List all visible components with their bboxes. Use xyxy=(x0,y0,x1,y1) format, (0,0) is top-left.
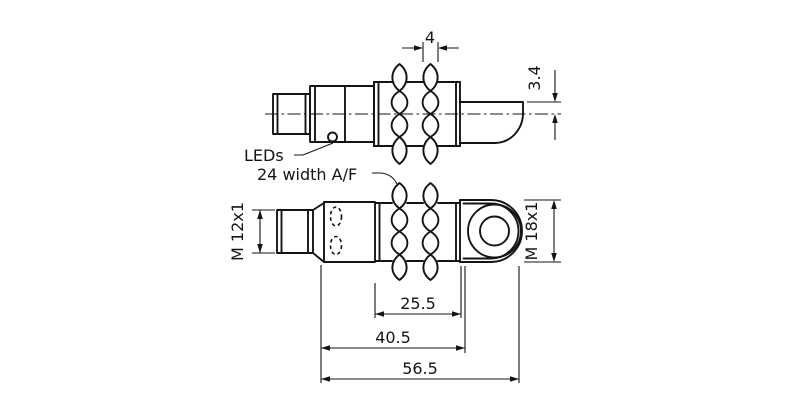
front-view: M 12x1 xyxy=(228,182,561,383)
dim-nut-width-value: 4 xyxy=(425,28,435,47)
dim-nut-width: 4 xyxy=(402,28,459,62)
dim-overall-length-value: 56.5 xyxy=(402,359,438,378)
sensing-face-inner xyxy=(479,215,510,247)
dim-thread-length-value: 25.5 xyxy=(400,294,436,313)
leds-leader-line xyxy=(294,142,334,156)
hex-nut xyxy=(421,63,440,165)
dim-housing-thread-value: M 18x1 xyxy=(522,202,541,261)
dim-body-length: 40.5 xyxy=(321,328,465,351)
m12-connector xyxy=(276,209,314,254)
hex-nut xyxy=(390,63,409,165)
side-view: 4 3.4 xyxy=(265,28,561,165)
dim-overall-length: 56.5 xyxy=(321,359,519,382)
dim-connector-thread: M 12x1 xyxy=(228,202,275,261)
housing-body xyxy=(323,201,376,263)
dim-thread-length: 25.5 xyxy=(375,294,461,317)
wrench-leader-line xyxy=(372,172,398,185)
taper-cone xyxy=(312,202,325,263)
label-wrench-size: 24 width A/F xyxy=(257,165,357,184)
hex-nut xyxy=(390,182,409,281)
led-window xyxy=(329,206,343,227)
threaded-barrel xyxy=(373,81,461,147)
dim-face-offset: 3.4 xyxy=(525,65,561,140)
callouts: LEDs 24 width A/F xyxy=(244,142,398,185)
dim-housing-thread: M 18x1 xyxy=(522,199,561,263)
sensing-head-front xyxy=(459,199,523,263)
sensing-head-side xyxy=(459,101,524,144)
dim-body-length-value: 40.5 xyxy=(375,328,411,347)
led-window xyxy=(329,235,343,256)
dim-face-offset-value: 3.4 xyxy=(525,65,544,90)
threaded-barrel xyxy=(374,202,461,262)
label-leds: LEDs xyxy=(244,146,284,165)
dim-connector-thread-value: M 12x1 xyxy=(228,202,247,261)
led-indicator xyxy=(327,131,338,143)
sensing-face-outer xyxy=(467,203,522,259)
length-dimensions: 25.5 40.5 56.5 xyxy=(320,265,520,383)
hex-nut xyxy=(421,182,440,281)
